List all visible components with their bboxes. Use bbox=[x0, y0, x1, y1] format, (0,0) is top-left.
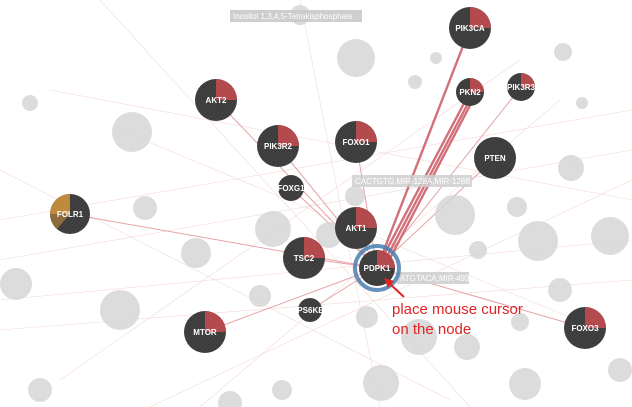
svg-text:CACTGTG,MIR-128A,MIR-128B: CACTGTG,MIR-128A,MIR-128B bbox=[355, 177, 471, 186]
node-foxo1-label: FOXO1 bbox=[342, 138, 370, 147]
node-folr1[interactable]: FOLR1 bbox=[50, 194, 90, 234]
svg-text:Inositol 1,3,4,5-Tetrakisphosp: Inositol 1,3,4,5-Tetrakisphosphate bbox=[233, 12, 353, 21]
node-akt1[interactable]: AKT1 bbox=[335, 207, 377, 249]
faded-nodes bbox=[0, 5, 632, 407]
node-pdpk1-label: PDPK1 bbox=[364, 264, 391, 273]
node-pten[interactable]: PTEN bbox=[474, 137, 516, 179]
node-folr1-label: FOLR1 bbox=[57, 210, 84, 219]
node-akt2-label: AKT2 bbox=[206, 96, 227, 105]
node-pik3r2-label: PIK3R2 bbox=[264, 142, 293, 151]
node-pik3r2[interactable]: PIK3R2 bbox=[257, 125, 299, 167]
annotation-text: place mouse cursor on the node bbox=[392, 300, 523, 340]
annotation-line-1: place mouse cursor bbox=[392, 301, 523, 318]
node-pkn2-label: PKN2 bbox=[459, 88, 481, 97]
annotation-arrow bbox=[384, 278, 405, 298]
node-foxg1-label: FOXG1 bbox=[277, 184, 305, 193]
node-pik3ca-label: PIK3CA bbox=[455, 24, 485, 33]
node-foxg1[interactable]: FOXG1 bbox=[277, 175, 305, 201]
node-foxo3[interactable]: FOXO3 bbox=[564, 307, 606, 349]
node-foxo1[interactable]: FOXO1 bbox=[335, 121, 377, 163]
node-pkn2[interactable]: PKN2 bbox=[456, 78, 484, 106]
node-pik3r3-label: PIK3R3 bbox=[507, 83, 536, 92]
annotation-line-2: on the node bbox=[392, 321, 472, 338]
edge-label-mirna-2: ATGTACA,MIR-493 bbox=[397, 272, 470, 284]
node-akt2[interactable]: AKT2 bbox=[195, 79, 237, 121]
node-pten-label: PTEN bbox=[484, 154, 506, 163]
node-pik3ca[interactable]: PIK3CA bbox=[449, 7, 491, 49]
node-tsc2-label: TSC2 bbox=[294, 254, 315, 263]
node-mtor[interactable]: MTOR bbox=[184, 311, 226, 353]
node-pik3r3[interactable]: PIK3R3 bbox=[507, 73, 536, 101]
node-tsc2[interactable]: TSC2 bbox=[283, 237, 325, 279]
edge-label-mirna-1: CACTGTG,MIR-128A,MIR-128B bbox=[352, 175, 472, 187]
node-rps6kb1[interactable]: RPS6KB1 bbox=[292, 298, 329, 322]
node-mtor-label: MTOR bbox=[193, 328, 217, 337]
node-pdpk1-selected[interactable]: PDPK1 bbox=[353, 244, 401, 292]
node-akt1-label: AKT1 bbox=[346, 224, 367, 233]
edge-label-inositol: Inositol 1,3,4,5-Tetrakisphosphate bbox=[230, 10, 362, 22]
node-foxo3-label: FOXO3 bbox=[571, 324, 599, 333]
node-rps6kb1-label: RPS6KB1 bbox=[292, 306, 329, 315]
svg-text:ATGTACA,MIR-493: ATGTACA,MIR-493 bbox=[400, 274, 470, 283]
